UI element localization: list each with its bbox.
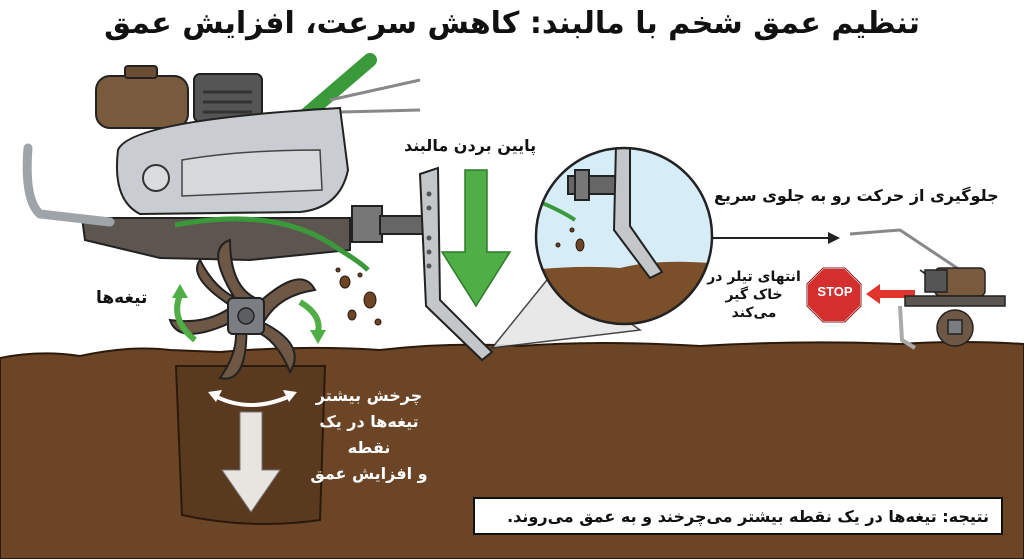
label-blades: تیغه‌ها xyxy=(96,288,148,308)
label-stuck-line1: انتهای تیلر در xyxy=(707,269,801,285)
label-tiller-end-stuck: انتهای تیلر در خاک گیر می‌کند xyxy=(704,268,804,322)
rotation-arrow-icon xyxy=(214,394,291,407)
depth-arrow-icon xyxy=(221,411,281,513)
lower-arrow-icon xyxy=(440,169,512,308)
drag-bar xyxy=(418,166,494,362)
stop-sign-text: STOP xyxy=(817,284,853,299)
blade-rotation-arrow-left-icon xyxy=(174,293,197,343)
drag-bar-bracket xyxy=(351,205,383,243)
label-spin-line2: تیغه‌ها در یک نقطه xyxy=(319,412,419,457)
small-tiller xyxy=(849,228,1006,350)
label-spin-line1: چرخش بیشتر xyxy=(315,386,423,405)
soil-particles xyxy=(335,267,382,326)
result-text: نتیجه: تیغه‌ها در یک نقطه بیشتر می‌چرخند… xyxy=(507,506,989,526)
tiller-frame xyxy=(80,217,351,262)
label-prevent-forward: جلوگیری از حرکت رو به جلوی سریع xyxy=(714,186,999,205)
blade-rotation-arrow-right-icon xyxy=(298,299,322,333)
label-spin-line3: و افزایش عمق xyxy=(310,464,428,483)
result-box: نتیجه: تیغه‌ها در یک نقطه بیشتر می‌چرخند… xyxy=(473,497,1003,535)
red-arrow-icon xyxy=(866,284,915,304)
label-lower-drag-bar: پایین بردن مالبند xyxy=(404,136,537,155)
label-spin-more: چرخش بیشتر تیغه‌ها در یک نقطه و افزایش ع… xyxy=(310,383,428,487)
page-title: تنظیم عمق شخم با مالبند: کاهش سرعت، افزا… xyxy=(104,6,920,41)
fuel-tank xyxy=(95,75,189,129)
front-handle-bar xyxy=(22,143,115,227)
label-stuck-line2: خاک گیر می‌کند xyxy=(725,287,783,321)
